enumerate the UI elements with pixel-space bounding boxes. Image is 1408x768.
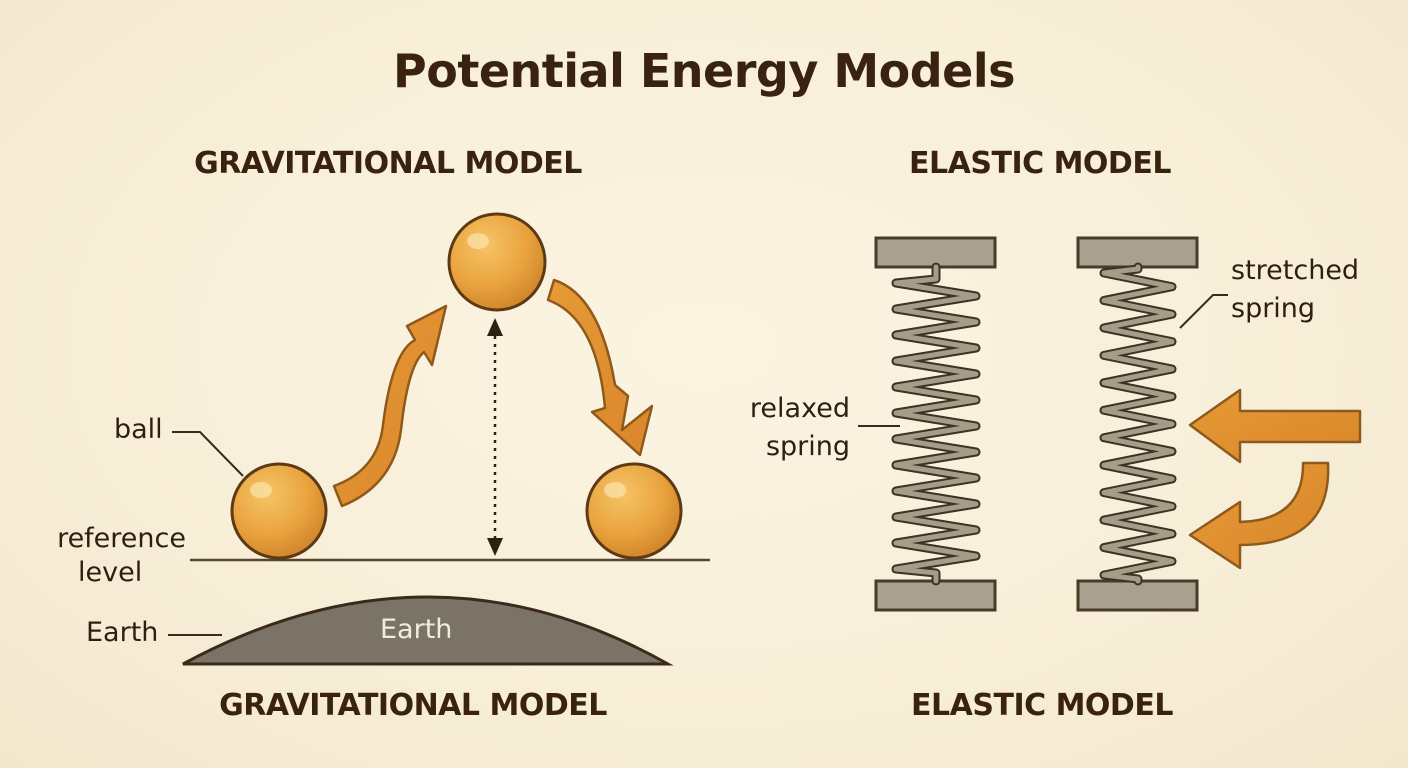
- stretched-spring: [1099, 262, 1177, 586]
- earth-side-label: Earth: [86, 617, 159, 648]
- relaxed-top-plate: [874, 236, 997, 269]
- relaxed-bottom-plate: [874, 579, 997, 612]
- ball-left: [230, 462, 328, 560]
- push-arrow: [1188, 388, 1362, 464]
- stretched-bottom-plate: [1076, 579, 1199, 612]
- elastic-heading-bottom: ELASTIC MODEL: [911, 688, 1173, 723]
- page-title: Potential Energy Models: [393, 44, 1015, 98]
- stretched-top-plate: [1076, 236, 1199, 269]
- reference-label-line2: level: [78, 557, 143, 588]
- relaxed-spring: [891, 262, 981, 586]
- rising-arrow: [332, 304, 448, 508]
- earth-inside-label: Earth: [380, 614, 453, 645]
- reference-level-label: reference level: [40, 522, 186, 590]
- earth-shape: [182, 595, 674, 666]
- ball-leader-line: [172, 431, 244, 477]
- ball-right: [585, 462, 683, 560]
- ball-label: ball: [114, 414, 163, 445]
- stretched-spring-label: stretched spring: [1231, 252, 1359, 328]
- relaxed-label-line1: relaxed: [749, 393, 850, 424]
- stretched-leader-line: [1179, 294, 1228, 329]
- relaxed-spring-label: relaxed spring: [720, 390, 850, 466]
- gravitational-heading-top: GRAVITATIONAL MODEL: [194, 146, 582, 181]
- height-arrow: [487, 318, 503, 556]
- relaxed-label-line2: spring: [765, 431, 850, 462]
- falling-arrow: [546, 278, 654, 457]
- ball-top: [447, 212, 547, 312]
- stretched-label-line1: stretched: [1231, 255, 1360, 286]
- stretched-label-line2: spring: [1231, 293, 1316, 324]
- elastic-heading-top: ELASTIC MODEL: [909, 146, 1171, 181]
- gravitational-heading-bottom: GRAVITATIONAL MODEL: [219, 688, 607, 723]
- curved-arrow: [1188, 461, 1330, 570]
- reference-label-line1: reference: [57, 523, 186, 554]
